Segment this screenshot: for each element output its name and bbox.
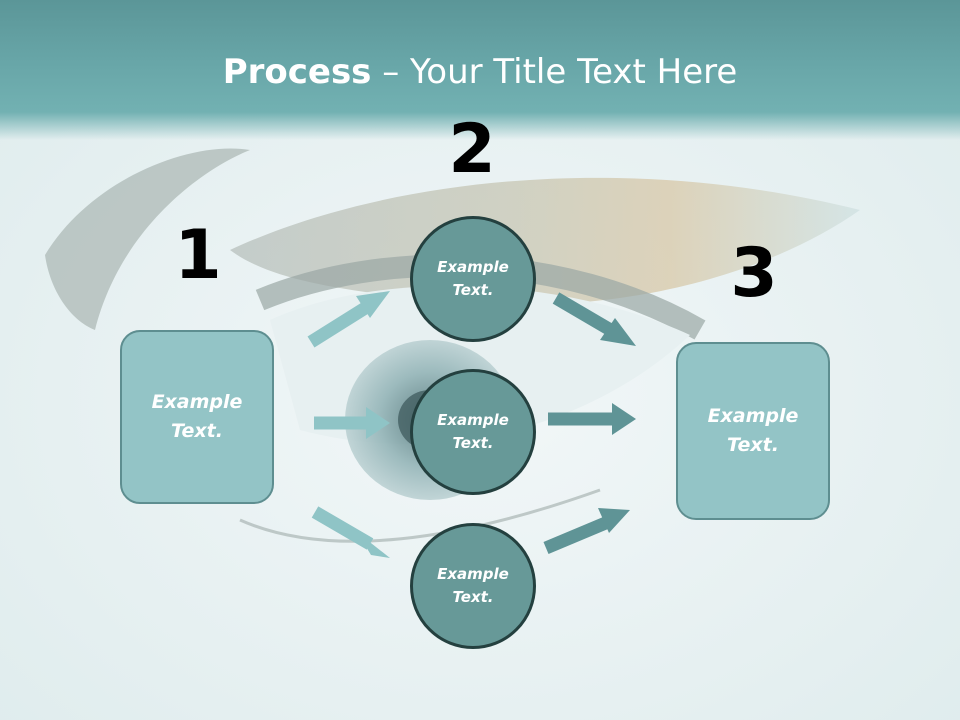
arrow-box-to-mid-circle bbox=[314, 407, 390, 439]
circle-middle-text: Example Text. bbox=[437, 411, 509, 452]
step-number-3: 3 bbox=[730, 234, 778, 313]
step-2-circle-bottom[interactable]: Example Text. bbox=[410, 523, 536, 649]
circle-top-text: Example Text. bbox=[437, 258, 509, 299]
arrow-mid-circle-to-box bbox=[548, 403, 636, 435]
title-rest: – Your Title Text Here bbox=[371, 52, 738, 92]
step-number-1: 1 bbox=[174, 216, 222, 295]
step-2-circle-top[interactable]: Example Text. bbox=[410, 216, 536, 342]
step-1-box[interactable]: Example Text. bbox=[120, 330, 274, 504]
arrow-box-to-top-circle bbox=[307, 291, 390, 348]
arrow-bottom-circle-to-box bbox=[543, 508, 630, 554]
step-2-circle-middle[interactable]: Example Text. bbox=[410, 369, 536, 495]
title-bold-word: Process bbox=[222, 52, 372, 92]
title-banner bbox=[0, 0, 960, 140]
arrow-top-circle-to-box bbox=[552, 292, 636, 346]
circle-bottom-text: Example Text. bbox=[437, 565, 509, 606]
arrow-box-to-bottom-circle bbox=[311, 506, 390, 558]
step-3-box[interactable]: Example Text. bbox=[676, 342, 830, 520]
step-3-box-text: Example Text. bbox=[707, 405, 799, 456]
step-1-box-text: Example Text. bbox=[151, 391, 243, 442]
step-number-2: 2 bbox=[448, 110, 496, 189]
slide-title[interactable]: Process – Your Title Text Here bbox=[0, 52, 960, 92]
